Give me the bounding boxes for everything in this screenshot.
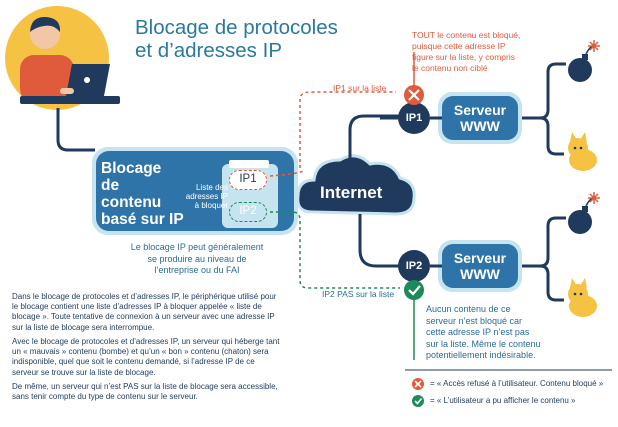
paragraph-line: sans tenir compte du type de contenu sur…: [12, 392, 198, 402]
caption-line: se produire au niveau de: [147, 253, 247, 264]
blocklist-label-line: à bloquer: [194, 201, 228, 210]
paragraph-2: Avec le blocage de protocoles et d’adres…: [12, 337, 317, 378]
blocker-caption: Le blocage IP peut généralement se produ…: [102, 242, 292, 277]
ip1-node: [380, 102, 442, 134]
paragraph-line: serveur se trouve sur la liste de blocag…: [12, 367, 156, 377]
blocker-title-line: contenu: [101, 194, 162, 211]
note-line: figure sur la liste, y compris: [412, 52, 515, 62]
note-line: puisque cette adresse IP: [412, 41, 506, 51]
note-line: potentiellement indésirable.: [426, 350, 536, 360]
caption-line: l’entreprise ou du FAI: [154, 265, 240, 275]
ip2-node: [380, 250, 442, 282]
server1-label: Serveur WWW: [446, 102, 514, 134]
cross-icon: [412, 378, 424, 390]
cross-icon: [404, 52, 424, 105]
legend-blocked: = « Accès refusé à l’utilisateur. Conten…: [430, 379, 604, 388]
check-icon: [412, 395, 424, 407]
user-at-laptop-icon: [5, 6, 120, 110]
paragraph-line: un « mauvais » contenu (bombe) et qu’un …: [12, 347, 269, 357]
ip1-node-label: IP1: [405, 112, 423, 124]
note-line: TOUT le contenu est bloqué,: [412, 30, 521, 40]
note-line: cette adresse IP n’est pas: [426, 327, 530, 337]
paragraph-line: Dans le blocage de protocoles et d’adres…: [12, 292, 277, 301]
ip2-route-label: IP2 PAS sur la liste: [322, 289, 395, 299]
internet-to-server1: [348, 114, 400, 160]
ip1-list-tag: IP1: [229, 170, 267, 190]
internet-label: Internet: [320, 183, 383, 202]
server-label-line: Serveur: [453, 250, 507, 266]
paragraph-line: De même, un serveur qui n’est PAS sur la…: [12, 382, 278, 391]
title-line: et d’adresses IP: [135, 39, 282, 62]
blocklist-label-line: adresses IP: [185, 192, 228, 201]
blocked-note: TOUT le contenu est bloqué, puisque cett…: [412, 30, 542, 74]
note-line: sur la liste. Même le contenu: [426, 338, 541, 349]
paragraph-line: sur la liste de blocage sera interrompue…: [12, 322, 155, 332]
blocker-title: Blocage de contenu basé sur IP: [101, 160, 201, 228]
legend-allowed: = « L’utilisateur a pu afficher le conte…: [430, 396, 576, 405]
blocker-title-line: Blocage: [101, 160, 162, 177]
user-connector: [56, 108, 95, 152]
bomb-icon: [568, 40, 600, 82]
ip2-node-label: IP2: [405, 260, 423, 272]
list-document-icon: [229, 160, 269, 168]
note-line: serveur n’est bloqué car: [426, 315, 523, 326]
kitten-icon: [568, 132, 597, 171]
paragraph-line: le blocage contient une liste d’adresses…: [12, 302, 262, 312]
internet-to-server2: [358, 214, 400, 268]
paragraph-line: Avec le blocage de protocoles et d’adres…: [12, 337, 280, 346]
blocklist-label-line: Liste des: [195, 183, 228, 192]
blocklist-label: Liste des adresses IP à bloquer: [184, 183, 228, 210]
note-line: le contenu non ciblé: [412, 63, 488, 73]
server2: [438, 216, 566, 302]
server-label-line: WWW: [460, 266, 500, 282]
ip1-route-label: IP1 sur la liste: [333, 83, 387, 93]
check-icon: [404, 280, 424, 360]
server-label-line: WWW: [460, 118, 500, 134]
ip2-route-dashed: [270, 211, 400, 289]
paragraph-3: De même, un serveur qui n’est PAS sur la…: [12, 382, 317, 402]
paragraph-line: blocage ». Toute tentative de connexion …: [12, 312, 275, 322]
page-title: Blocage de protocoles et d’adresses IP: [135, 16, 338, 62]
title-line: Blocage de protocoles: [135, 16, 338, 39]
ip1-route-dashed: [299, 91, 396, 168]
paragraph-1: Dans le blocage de protocoles et d’adres…: [12, 292, 317, 333]
allowed-note: Aucun contenu de ce serveur n’est bloqué…: [426, 304, 566, 362]
cloud-icon: [296, 154, 416, 216]
server1: [438, 62, 566, 156]
server-label-line: Serveur: [453, 102, 507, 118]
ip2-list-tag: IP2: [229, 202, 267, 222]
bomb-icon: [568, 192, 600, 234]
caption-line: Le blocage IP peut généralement: [130, 242, 264, 252]
blocker-title-line: basé sur IP: [101, 211, 184, 228]
kitten-icon: [568, 278, 597, 317]
server2-label: Serveur WWW: [446, 250, 514, 282]
paragraph-line: indisponible, quel que soit le contenu d…: [12, 357, 255, 367]
blocker-title-line: de: [101, 177, 120, 194]
note-line: Aucun contenu de ce: [426, 304, 511, 314]
